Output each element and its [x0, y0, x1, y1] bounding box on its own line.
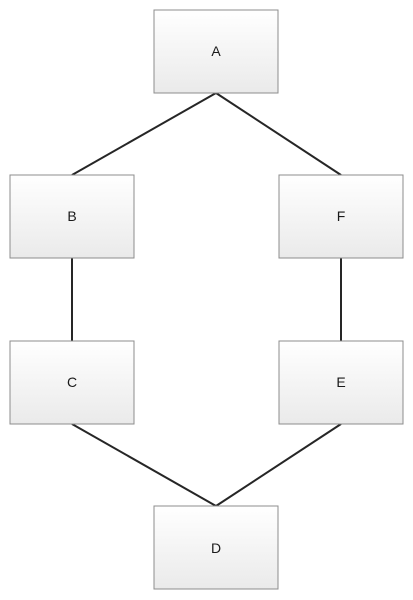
- node-e-label: E: [336, 374, 345, 390]
- edge-a-b: [71, 92, 217, 176]
- node-f-label: F: [337, 208, 346, 224]
- edges-layer: [71, 92, 342, 507]
- edge-c-d: [71, 423, 217, 507]
- node-c: C: [9, 340, 135, 425]
- node-c-label: C: [67, 374, 77, 390]
- node-b: B: [9, 174, 135, 259]
- node-d-box: [153, 505, 279, 590]
- node-f: F: [278, 174, 404, 259]
- node-e-box: [278, 340, 404, 425]
- node-b-box: [9, 174, 135, 259]
- node-a: A: [153, 9, 279, 94]
- node-e: E: [278, 340, 404, 425]
- node-b-label: B: [67, 208, 76, 224]
- node-a-box: [153, 9, 279, 94]
- edge-a-f: [215, 92, 342, 176]
- node-c-box: [9, 340, 135, 425]
- node-d: D: [153, 505, 279, 590]
- node-f-box: [278, 174, 404, 259]
- node-a-label: A: [211, 43, 221, 59]
- nodes-layer: A B F C E D: [9, 9, 404, 590]
- node-d-label: D: [211, 540, 221, 556]
- edge-e-d: [215, 423, 342, 507]
